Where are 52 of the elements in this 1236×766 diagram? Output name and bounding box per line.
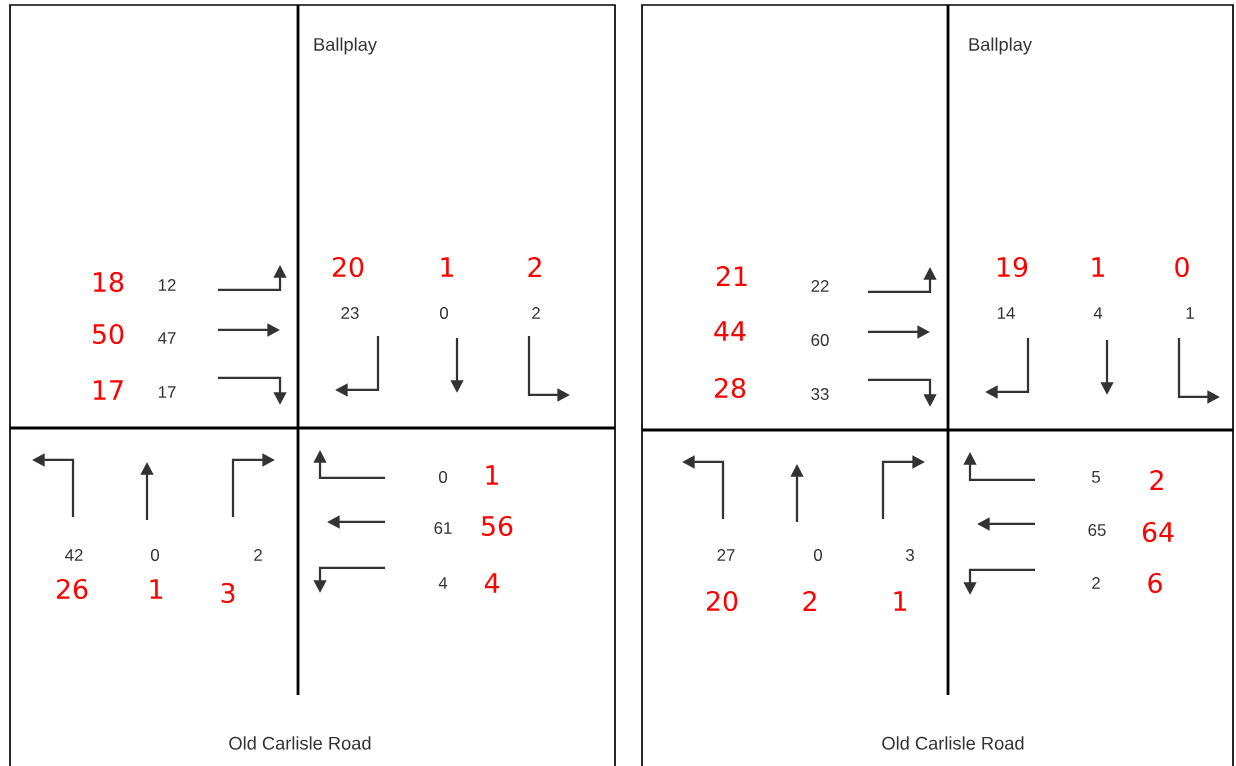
- count-label: 6: [1148, 572, 1162, 594]
- count-label: 0: [440, 307, 449, 319]
- count-label: 1: [441, 257, 454, 277]
- count-label: 23: [341, 307, 359, 319]
- count-label: 28: [715, 377, 746, 399]
- count-label: 1: [894, 591, 907, 611]
- count-label: 18: [93, 271, 124, 293]
- count-label: 22: [811, 280, 829, 292]
- count-label: 4: [1093, 307, 1103, 319]
- count-label: 42: [65, 549, 83, 561]
- count-label: 27: [717, 549, 735, 561]
- count-label: 4: [484, 573, 499, 593]
- count-label: 2: [1150, 470, 1163, 490]
- count-label: 50: [93, 323, 124, 345]
- count-label: 0: [151, 549, 160, 561]
- count-label: 4: [438, 577, 448, 589]
- count-label: 1: [1092, 257, 1105, 277]
- count-label: 12: [158, 279, 176, 291]
- count-label: 0: [439, 471, 448, 483]
- count-label: 26: [57, 578, 88, 600]
- count-label: 64: [1142, 521, 1174, 543]
- count-label: 1: [486, 465, 499, 485]
- count-label: 3: [905, 549, 914, 561]
- count-label: 1: [150, 579, 163, 599]
- street-name: Ballplay: [314, 37, 377, 55]
- count-label: 17: [93, 380, 123, 400]
- count-label: 47: [158, 332, 176, 344]
- count-label: 1: [1186, 307, 1194, 319]
- count-label: 2: [528, 257, 541, 277]
- count-label: 56: [482, 515, 513, 537]
- count-label: 20: [707, 590, 738, 612]
- count-label: 21: [717, 266, 747, 286]
- count-label: 2: [1092, 577, 1100, 589]
- street-name: Old Carlisle Road: [882, 736, 1024, 750]
- count-label: 33: [811, 388, 829, 400]
- count-label: 14: [997, 307, 1015, 319]
- count-label: 0: [1175, 256, 1189, 278]
- count-label: 19: [997, 256, 1028, 278]
- street-name: Ballplay: [969, 37, 1032, 55]
- count-label: 65: [1088, 524, 1106, 536]
- count-label: 3: [221, 582, 235, 604]
- count-label: 2: [532, 307, 540, 319]
- count-label: 61: [434, 522, 452, 534]
- count-label: 20: [333, 256, 364, 278]
- count-label: 5: [1092, 471, 1100, 483]
- count-label: 2: [254, 549, 262, 561]
- count-label: 17: [158, 386, 176, 398]
- street-name: Old Carlisle Road: [229, 736, 371, 750]
- count-label: 0: [814, 549, 823, 561]
- count-label: 60: [811, 334, 829, 346]
- count-label: 44: [714, 321, 746, 341]
- count-label: 2: [803, 591, 816, 611]
